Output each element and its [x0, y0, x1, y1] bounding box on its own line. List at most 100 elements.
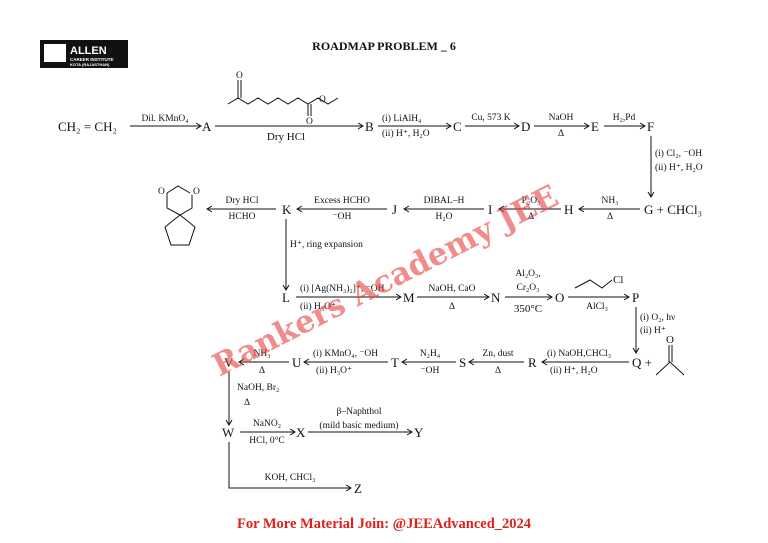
keto-oxygen: O [236, 71, 243, 81]
footer-link-text[interactable]: For More Material Join: @JEEAdvanced_202… [237, 516, 531, 532]
reagent-13: H⁺, ring expansion [290, 240, 363, 250]
reagent-24b: Δ [244, 398, 250, 408]
reagent-15b: Δ [449, 302, 455, 312]
allen-logo: ALLEN CAREER INSTITUTE KOTA (RAJASTHAN) [40, 40, 128, 68]
species-D: D [521, 119, 530, 134]
arrow-17-head [623, 293, 630, 301]
species-V: V [224, 355, 234, 370]
spiro-acetal-structure: O O [158, 185, 200, 246]
reagent-11a: Excess HCHO [314, 196, 370, 206]
arrow-13-head [282, 284, 290, 291]
species-M: M [403, 290, 415, 305]
reagent-7a: (i) Cl₂, ⁻OH [655, 148, 702, 159]
arrow-9-head [498, 205, 505, 213]
reagent-26b: (mild basic medium) [319, 420, 398, 431]
arrow-27 [228, 442, 350, 489]
species-X: X [296, 425, 306, 440]
svg-text:Cl: Cl [613, 274, 623, 286]
ester-carbonyl-oxygen: O [306, 117, 313, 127]
species-R: R [528, 355, 537, 370]
arrow-2-head [357, 122, 364, 130]
species-I: I [488, 202, 492, 217]
species-N: N [491, 290, 501, 305]
reagent-6: H₂,Pd [613, 113, 636, 123]
reagent-7b: (ii) H⁺, H₂O [655, 162, 703, 173]
species-S: S [459, 355, 466, 370]
arrow-24-head [225, 419, 233, 426]
reagent-25b: HCl, 0°C [249, 435, 284, 446]
reagent-10a: DIBAL–H [424, 196, 465, 206]
reagent-11b: ⁻OH [333, 212, 352, 222]
arrow-25-head [289, 428, 296, 436]
reagent-9a: P₂O₅ [522, 196, 541, 206]
species-A: A [202, 119, 212, 134]
page-title: ROADMAP PROBLEM _ 6 [312, 39, 456, 53]
species-H: H [564, 202, 573, 217]
reagent-24a: NaOH, Br₂ [237, 383, 279, 393]
reagent-16c: 350°C [514, 303, 542, 315]
acetone-structure: O [655, 334, 685, 376]
species-Z: Z [354, 481, 362, 496]
species-J: J [392, 202, 397, 217]
reagent-18b: (ii) H⁺ [640, 325, 666, 336]
reagent-22b: (ii) H₃O⁺ [316, 365, 352, 376]
reagent-16a: Al₂O₃, [515, 269, 540, 279]
reagent-12b: HCHO [229, 212, 256, 222]
species-T: T [391, 355, 399, 370]
reagent-21a: N₂H₄ [420, 349, 440, 359]
reagent-8b: Δ [607, 212, 613, 222]
reagent-23a: NH₃ [253, 349, 270, 359]
reagent-17b: AlCl₃ [586, 302, 608, 312]
arrow-16-head [546, 293, 553, 301]
reagent-16b: Cr₂O₃ [517, 283, 540, 293]
arrow-21-head [401, 358, 408, 366]
arrow-1-head [195, 122, 202, 130]
arrow-27-head [345, 484, 352, 492]
arrow-10-head [403, 205, 410, 213]
reagent-5a: NaOH [549, 113, 574, 123]
species-U: U [292, 355, 302, 370]
arrow-26-head [406, 428, 413, 436]
arrow-20-head [468, 358, 475, 366]
arrow-19-head [541, 358, 548, 366]
reagent-4: Cu, 573 K [471, 113, 510, 123]
species-E: E [591, 119, 599, 134]
svg-text:O: O [193, 187, 200, 197]
species-L: L [282, 290, 290, 305]
reagent-9b: Δ [528, 212, 534, 222]
reagent-23b: Δ [259, 366, 265, 376]
reagent-14a: (i) [Ag(NH₃)₂]⁺, ⁻OH [300, 283, 385, 294]
reagent-3b: (ii) H⁺, H₂O [382, 128, 430, 139]
svg-text:O: O [666, 334, 674, 346]
reagent-26a: β–Naphthol [337, 407, 382, 417]
logo-text: ALLEN [70, 45, 107, 57]
propyl-chloride-structure: Cl [574, 274, 623, 289]
reagent-25a: NaNO₂ [253, 419, 281, 429]
arrow-23-head [238, 358, 245, 366]
reagent-15a: NaOH, CaO [429, 284, 476, 294]
arrow-12-head [206, 205, 213, 213]
species-P: P [632, 290, 639, 305]
reagent-21b: ⁻OH [421, 366, 440, 376]
species-Y: Y [414, 425, 424, 440]
arrow-3-head [445, 122, 452, 130]
reagent-18a: (i) O₂, hν [640, 312, 676, 323]
species-K: K [282, 202, 292, 217]
keto-ester-structure: O O O [227, 71, 339, 127]
logo-subtext: CAREER INSTITUTE [70, 57, 114, 62]
reagent-3a: (i) LiAlH₄ [382, 113, 421, 124]
species-Q: Q + [632, 355, 652, 370]
arrow-14-head [395, 293, 402, 301]
arrow-11-head [296, 205, 303, 213]
species-B: B [365, 119, 374, 134]
ester-oxygen: O [319, 95, 326, 105]
reagent-20a: Zn, dust [482, 349, 514, 359]
arrow-8-head [578, 205, 585, 213]
species-O: O [555, 290, 564, 305]
reagent-2: Dry HCl [267, 131, 305, 143]
svg-text:O: O [158, 187, 165, 197]
reagent-22a: (i) KMnO₄, ⁻OH [313, 348, 378, 359]
species-start: CH₂ = CH₂ [58, 119, 117, 134]
reagent-19a: (i) NaOH,CHCl₃ [547, 348, 611, 359]
